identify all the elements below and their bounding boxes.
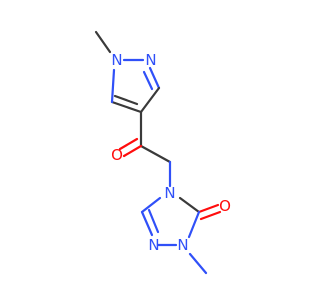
bond-n4-ch-double <box>147 208 160 234</box>
bond-carbonyl-o1-double <box>118 137 139 151</box>
bond-ch-n3 <box>140 196 162 214</box>
bond-n2-c3 <box>148 66 161 90</box>
atom-o2-label: O <box>219 197 231 215</box>
atom-n5-label: N <box>177 236 188 254</box>
bond-c4-c5-double <box>113 94 139 106</box>
atom-n1-label: N <box>111 51 122 69</box>
bond-c4-c5 <box>110 100 143 114</box>
bond-ring-c-o2-double <box>199 210 222 221</box>
atom-n3-label: N <box>164 184 175 202</box>
bond-n2-c3-double <box>142 70 154 91</box>
bond-methyl-n1 <box>94 30 112 54</box>
bond-carbonyl-ch2 <box>139 144 172 164</box>
bond-n4-ch <box>140 210 154 237</box>
bond-c5-n1 <box>110 68 116 104</box>
bond-carbonyl-o1 <box>122 144 143 158</box>
molecule-structure-diagram: N N O N O N N <box>94 30 231 275</box>
atom-n4-label: N <box>148 236 159 254</box>
bond-c3-c4 <box>139 86 161 114</box>
bond-n3-c-carbonyl <box>178 196 201 214</box>
atom-o1-label: O <box>111 146 123 164</box>
bond-ring-c-o2 <box>197 203 220 214</box>
atom-n2-label: N <box>145 51 156 69</box>
bond-n5-methyl <box>188 252 208 275</box>
bond-ring-c-n5 <box>187 210 201 239</box>
